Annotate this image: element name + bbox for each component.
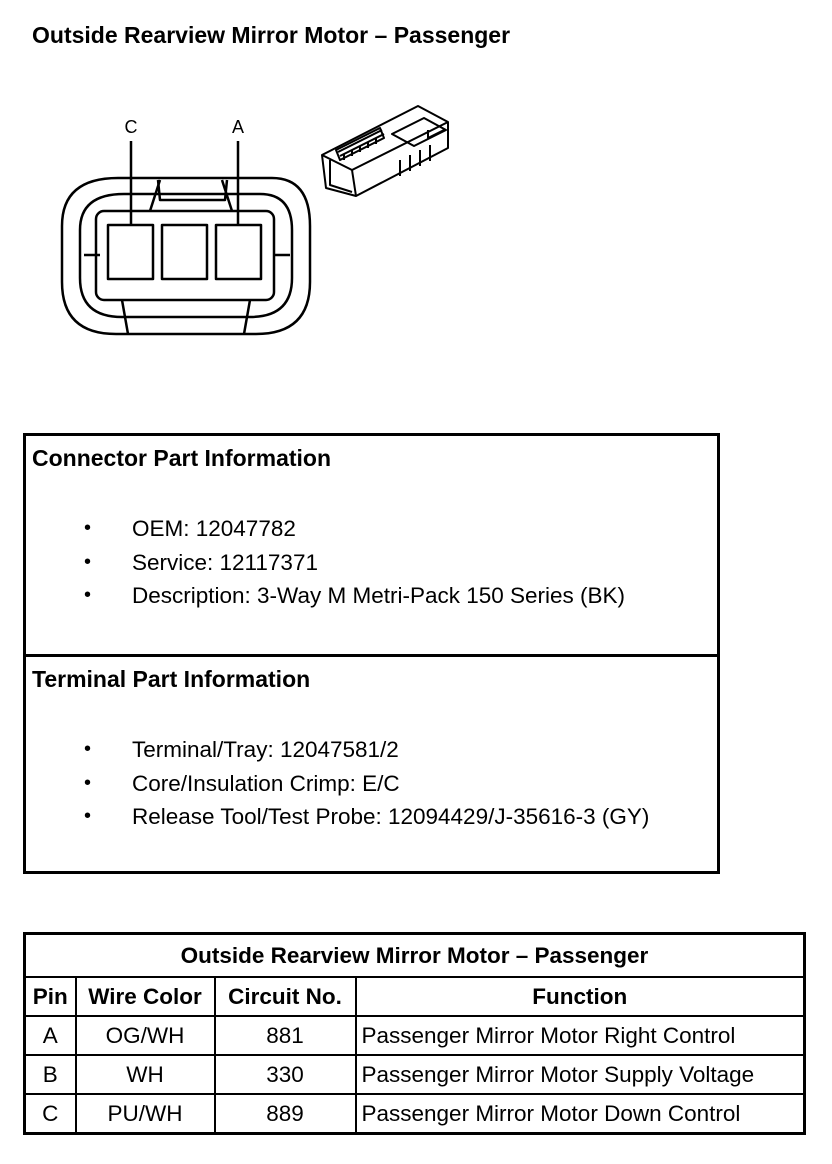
terminal-info-heading: Terminal Part Information <box>32 666 311 692</box>
bullet-icon: • <box>84 550 92 573</box>
table-caption-row: Outside Rearview Mirror Motor – Passenge… <box>23 932 806 978</box>
circuit-cell: 330 <box>213 1054 357 1095</box>
wire-color-cell: OG/WH <box>74 1015 216 1056</box>
function-cell: Passenger Mirror Motor Right Control <box>354 1015 806 1056</box>
connector-face-icon <box>60 176 312 336</box>
table-caption: Outside Rearview Mirror Motor – Passenge… <box>23 932 806 978</box>
column-header-wire-color: Wire Color <box>74 976 216 1017</box>
table-row: A OG/WH 881 Passenger Mirror Motor Right… <box>23 1015 806 1056</box>
terminal-part-info: Terminal Part Information • Terminal/Tra… <box>26 654 717 871</box>
pin-cell: A <box>23 1015 77 1056</box>
bullet-icon: • <box>84 517 92 539</box>
page-title: Outside Rearview Mirror Motor – Passenge… <box>32 22 511 48</box>
circuit-cell: 889 <box>213 1093 357 1135</box>
connector-service: Service: 12117371 <box>132 549 318 575</box>
pin-out-table: Outside Rearview Mirror Motor – Passenge… <box>23 932 806 1135</box>
bullet-icon: • <box>84 771 92 794</box>
function-cell: Passenger Mirror Motor Down Control <box>354 1093 806 1135</box>
pin-label-c: C <box>125 117 138 137</box>
connector-oem: OEM: 12047782 <box>132 516 296 541</box>
bullet-icon: • <box>84 584 92 606</box>
wire-color-cell: PU/WH <box>74 1093 216 1135</box>
circuit-cell: 881 <box>213 1015 357 1056</box>
pin-cell: B <box>23 1054 77 1095</box>
column-header-circuit-no: Circuit No. <box>213 976 357 1017</box>
bullet-icon: • <box>84 805 92 827</box>
pin-label-a: A <box>232 117 244 137</box>
connector-part-info: Connector Part Information • OEM: 120477… <box>26 436 717 654</box>
terminal-tray: Terminal/Tray: 12047581/2 <box>132 737 399 762</box>
connector-diagram: C A <box>60 105 449 336</box>
connector-body-icon <box>321 105 449 197</box>
pin-leader-lines <box>129 141 240 226</box>
function-cell: Passenger Mirror Motor Supply Voltage <box>354 1054 806 1095</box>
terminal-release-tool: Release Tool/Test Probe: 12094429/J-3561… <box>132 804 650 829</box>
connector-description: Description: 3-Way M Metri-Pack 150 Seri… <box>132 583 626 608</box>
connector-info-heading: Connector Part Information <box>32 445 332 471</box>
table-row: B WH 330 Passenger Mirror Motor Supply V… <box>23 1054 806 1095</box>
table-header-row: Pin Wire Color Circuit No. Function <box>23 976 806 1017</box>
bullet-icon: • <box>84 738 92 760</box>
pin-cell: C <box>23 1093 77 1135</box>
column-header-pin: Pin <box>23 976 77 1017</box>
terminal-crimp: Core/Insulation Crimp: E/C <box>132 770 400 796</box>
wire-color-cell: WH <box>74 1054 216 1095</box>
table-row: C PU/WH 889 Passenger Mirror Motor Down … <box>23 1093 806 1135</box>
part-info-box: Connector Part Information • OEM: 120477… <box>23 433 720 874</box>
column-header-function: Function <box>354 976 806 1017</box>
